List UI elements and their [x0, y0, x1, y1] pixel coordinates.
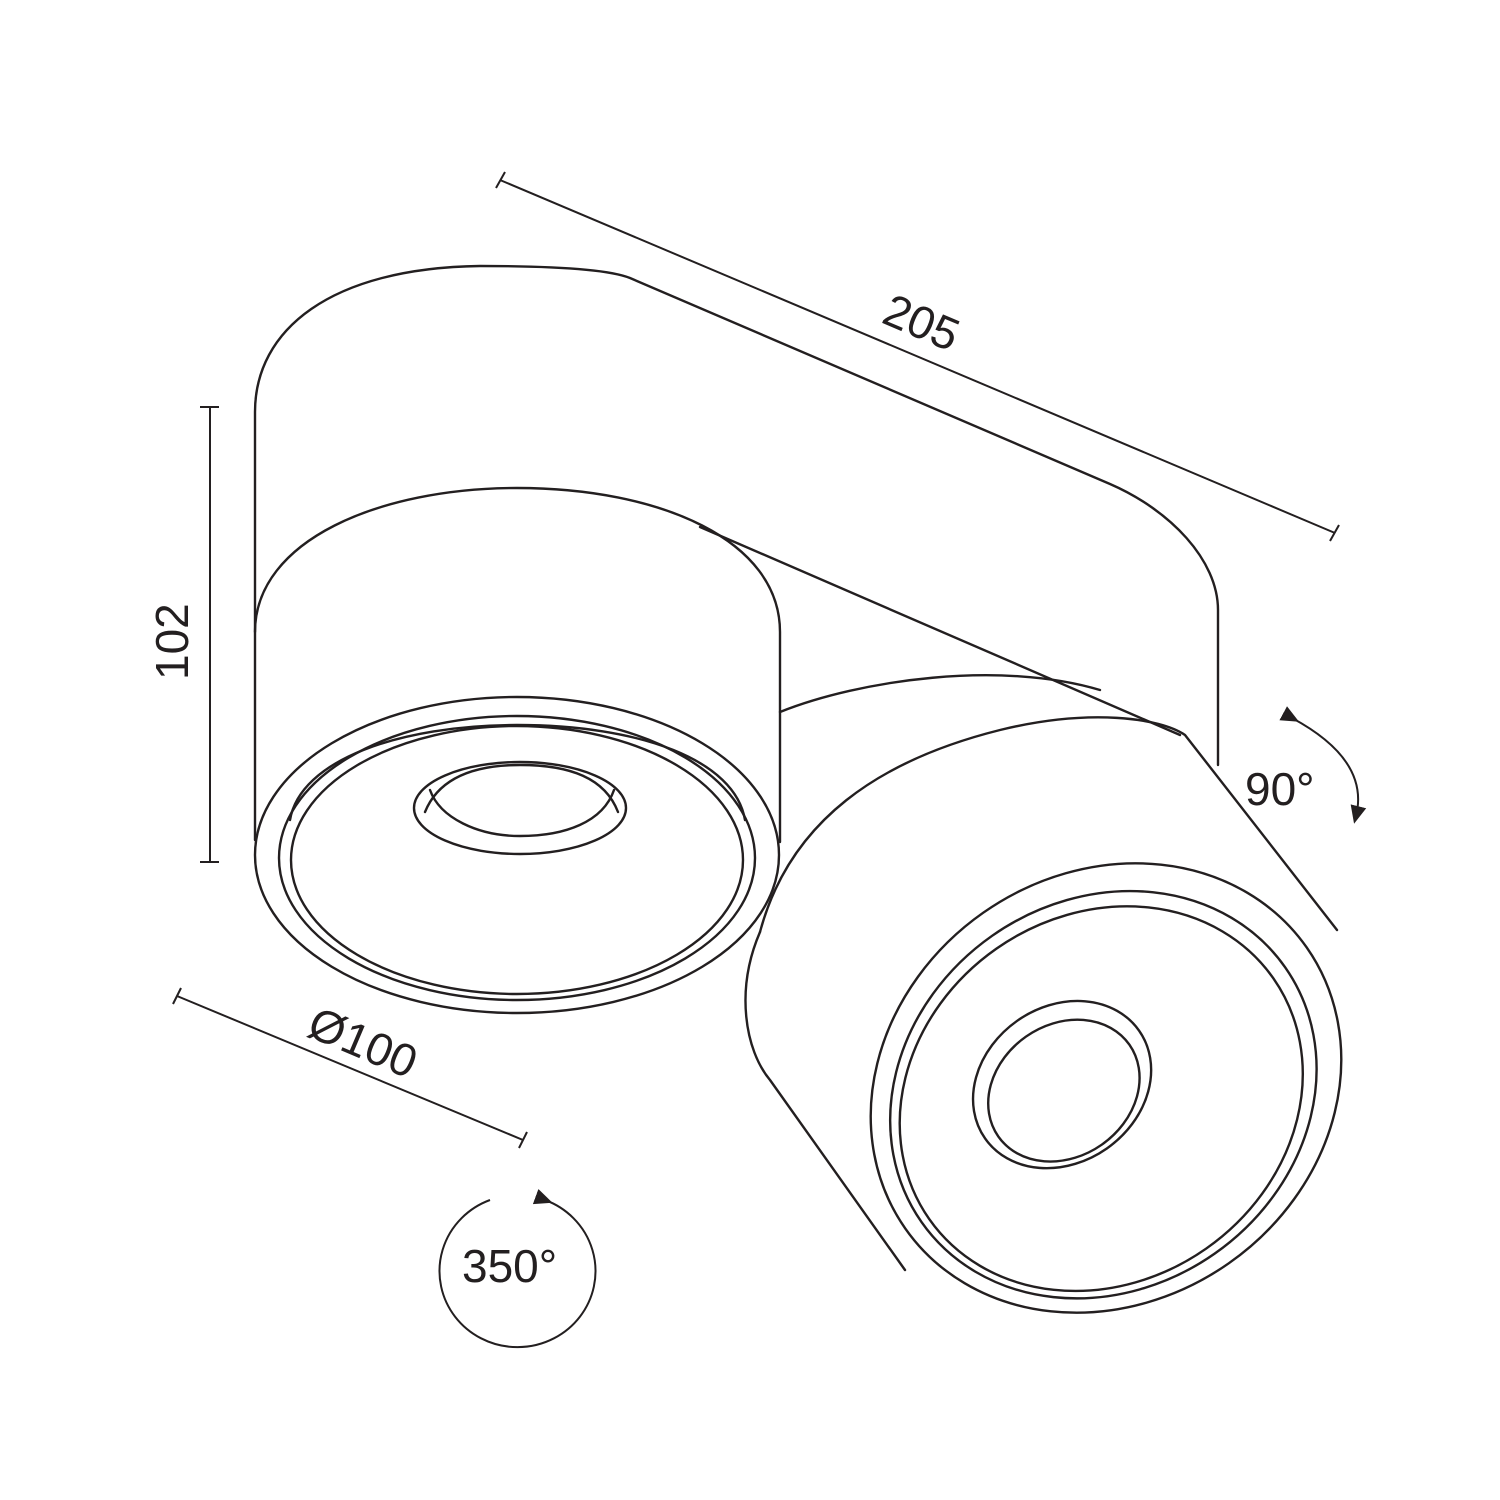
right-spotlight: [744, 674, 1343, 1314]
tilt-indicator: 90°: [1245, 706, 1367, 824]
height-dimension: 102: [146, 406, 219, 863]
rotation-indicator: 350°: [438, 1189, 597, 1349]
height-label: 102: [146, 603, 198, 680]
tilt-label: 90°: [1245, 763, 1315, 815]
length-dimension: 205: [495, 171, 1340, 542]
mounting-base: [253, 264, 1220, 842]
length-label: 205: [876, 283, 967, 361]
left-spotlight: [253, 486, 1182, 1015]
rotation-label: 350°: [462, 1240, 557, 1292]
